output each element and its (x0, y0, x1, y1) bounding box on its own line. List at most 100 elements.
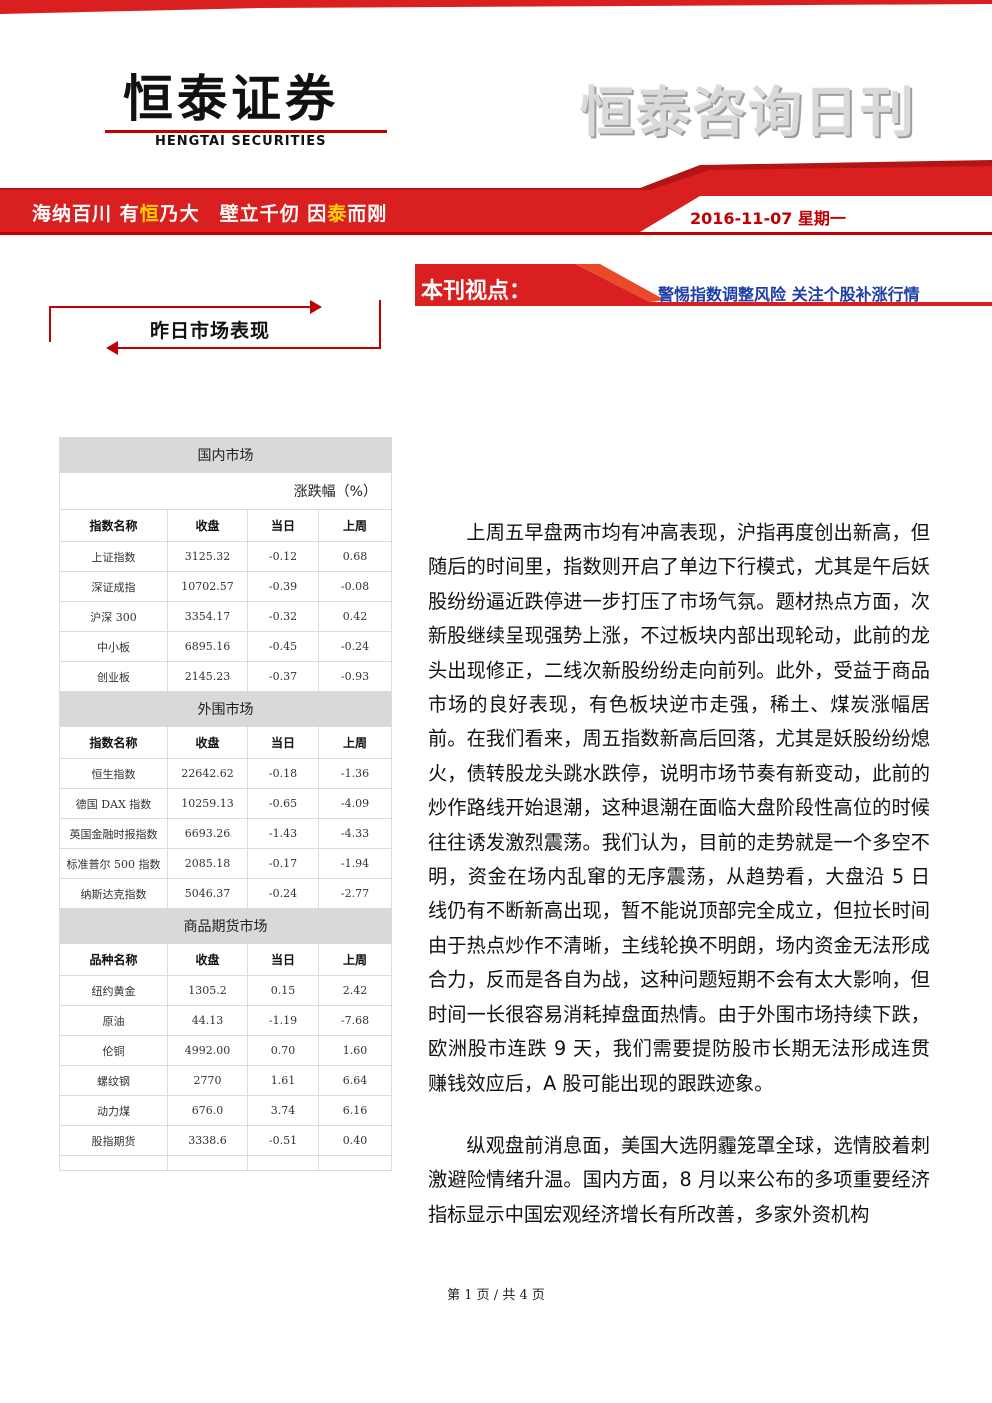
daily-change: -0.17 (247, 848, 319, 879)
daily-change: -0.24 (247, 878, 319, 909)
group-title: 商品期货市场 (59, 908, 392, 944)
daily-change: -1.43 (247, 818, 319, 849)
table-header-row: 指数名称 收盘 当日 上周 (59, 509, 392, 542)
column-header: 上周 (318, 726, 392, 759)
column-header: 当日 (247, 726, 319, 759)
close-value: 10259.13 (167, 788, 248, 819)
close-value: 6693.26 (167, 818, 248, 849)
weekly-change: -0.93 (318, 661, 392, 692)
weekly-change: -7.68 (318, 1005, 392, 1036)
commodity-name: 伦铜 (59, 1035, 168, 1066)
close-value: 6895.16 (167, 631, 248, 662)
column-header: 品种名称 (59, 943, 168, 976)
column-header: 当日 (247, 943, 319, 976)
table-group-row: 国内市场 (59, 437, 392, 473)
close-value: 1305.2 (167, 975, 248, 1006)
index-name: 中小板 (59, 631, 168, 662)
logo-chinese-name: 恒泰证券 (123, 69, 339, 128)
section-title: 昨日市场表现 (150, 320, 271, 342)
daily-change: 3.74 (247, 1095, 319, 1126)
index-name: 上证指数 (59, 541, 168, 572)
slogan-part: 海纳百川 有 (32, 203, 140, 225)
column-header: 上周 (318, 509, 392, 542)
index-name: 标准普尔 500 指数 (59, 848, 168, 879)
weekly-change: -0.24 (318, 631, 392, 662)
index-name: 恒生指数 (59, 758, 168, 789)
article-paragraph: 纵观盘前消息面，美国大选阴霾笼罩全球，选情胶着刺激避险情绪升温。国内方面，8 月… (428, 1133, 930, 1226)
group-title: 外围市场 (59, 691, 392, 727)
section-title-frame (49, 300, 381, 355)
daily-change: -0.37 (247, 661, 319, 692)
company-slogan: 海纳百川 有恒乃大 壁立千仞 因泰而刚 (32, 199, 387, 226)
logo-english-name: HENGTAI SECURITIES (155, 134, 327, 149)
column-header: 指数名称 (59, 509, 168, 542)
index-name: 德国 DAX 指数 (59, 788, 168, 819)
column-header: 指数名称 (59, 726, 168, 759)
close-value: 2085.18 (167, 848, 248, 879)
daily-change: 0.15 (247, 975, 319, 1006)
viewpoint-label: 本刊视点： (421, 279, 532, 304)
index-name: 创业板 (59, 661, 168, 692)
close-value: 2145.23 (167, 661, 248, 692)
weekly-change: -2.77 (318, 878, 392, 909)
company-logo: 恒泰证券 HENGTAI SECURITIES (105, 70, 390, 152)
logo-underline (105, 130, 387, 133)
index-name: 沪深 300 (59, 601, 168, 632)
table-group-row: 商品期货市场 (59, 908, 392, 944)
table-spacer-row (59, 1155, 392, 1171)
weekly-change: 6.16 (318, 1095, 392, 1126)
daily-change: -0.18 (247, 758, 319, 789)
close-value: 2770 (167, 1065, 248, 1096)
slogan-part: 乃大 壁立千仞 因 (159, 203, 328, 225)
weekly-change: -0.08 (318, 571, 392, 602)
close-value: 3338.6 (167, 1125, 248, 1156)
slogan-highlight: 泰 (327, 203, 348, 225)
commodity-name: 纽约黄金 (59, 975, 168, 1006)
close-value: 22642.62 (167, 758, 248, 789)
column-header: 收盘 (167, 726, 248, 759)
slogan-highlight: 恒 (139, 203, 160, 225)
daily-change: -0.51 (247, 1125, 319, 1156)
close-value: 10702.57 (167, 571, 248, 602)
index-name: 英国金融时报指数 (59, 818, 168, 849)
weekly-change: 0.42 (318, 601, 392, 632)
unit-label: 涨跌幅（%） (59, 472, 392, 510)
close-value: 44.13 (167, 1005, 248, 1036)
table-header-row: 指数名称 收盘 当日 上周 (59, 726, 392, 759)
commodity-name: 动力煤 (59, 1095, 168, 1126)
column-header: 上周 (318, 943, 392, 976)
daily-change: -1.19 (247, 1005, 319, 1036)
weekly-change: -1.94 (318, 848, 392, 879)
commodity-name: 股指期货 (59, 1125, 168, 1156)
slogan-part: 而刚 (347, 203, 388, 225)
weekly-change: 0.68 (318, 541, 392, 572)
viewpoint-headline: 警惕指数调整风险 关注个股补涨行情 (658, 285, 920, 304)
weekly-change: 1.60 (318, 1035, 392, 1066)
column-header: 当日 (247, 509, 319, 542)
column-header: 收盘 (167, 509, 248, 542)
publication-date: 2016-11-07 星期一 (690, 209, 846, 228)
index-name: 纳斯达克指数 (59, 878, 168, 909)
table-header-row: 品种名称 收盘 当日 上周 (59, 943, 392, 976)
viewpoint-banner (415, 264, 992, 306)
weekly-change: -1.36 (318, 758, 392, 789)
index-name: 深证成指 (59, 571, 168, 602)
daily-change: -0.12 (247, 541, 319, 572)
commodity-name: 螺纹钢 (59, 1065, 168, 1096)
table-unit-row: 涨跌幅（%） (59, 472, 392, 510)
daily-change: 0.70 (247, 1035, 319, 1066)
